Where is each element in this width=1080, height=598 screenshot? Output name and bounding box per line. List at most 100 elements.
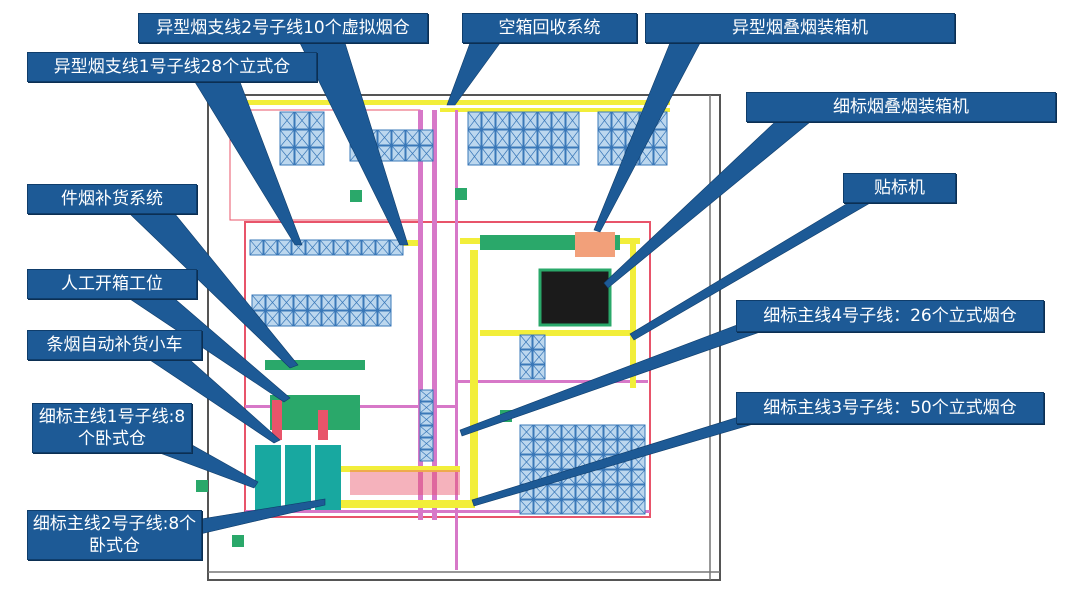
rack-top-right-cell (611, 111, 626, 130)
rack-top-center-cell (565, 147, 580, 166)
rack-mid-left-cell (279, 310, 294, 327)
callout-manual-open: 人工开箱工位 (27, 269, 197, 299)
rack-top-center-cell (523, 147, 538, 166)
rack-lower-right-cell (533, 484, 548, 500)
rack-upper-left-cell (361, 239, 376, 256)
rack-top-center-cell (481, 147, 496, 166)
rack-lower-right-cell (547, 454, 562, 470)
rack-lower-right-cell (519, 424, 534, 440)
tag-1 (350, 190, 362, 202)
rack-lower-right-cell (575, 499, 590, 515)
callout-yixing-branch1: 异型烟支线1号子线28个立式仓 (27, 52, 317, 82)
machine-red-left (272, 400, 282, 440)
rack-top-left-cell (294, 147, 310, 166)
teal-lane-3 (315, 445, 341, 510)
rack-top-mid-cell (377, 145, 392, 162)
rack-mid-left-cell (251, 294, 266, 311)
rack-upper-left-cell (319, 239, 334, 256)
rack-lower-right-cell (575, 424, 590, 440)
rack-top-left-cell (279, 111, 295, 130)
rack-mid-left-cell (335, 294, 350, 311)
leader-main-line4 (459, 321, 761, 437)
rack-lower-right-cell (617, 469, 632, 485)
rack-lower-right-cell (603, 484, 618, 500)
rack-top-right-cell (653, 129, 668, 148)
rack-top-left-cell (309, 111, 325, 130)
rack-lower-right-cell (533, 439, 548, 455)
top-conveyor-2 (440, 108, 670, 112)
rack-mid-left-cell (293, 310, 308, 327)
machine-left-a (265, 360, 365, 370)
rack-lower-right-cell (533, 499, 548, 515)
rack-mid-small-cell (519, 349, 533, 365)
tag-5 (196, 480, 208, 492)
rack-lower-right-cell (589, 439, 604, 455)
rack-top-center-cell (551, 147, 566, 166)
rack-top-mid-cell (391, 129, 406, 146)
rack-vertical-cell (419, 389, 434, 402)
rack-lower-right-cell (575, 439, 590, 455)
callout-xibiao-packer: 细标烟叠烟装箱机 (746, 92, 1056, 122)
rack-lower-right-cell (589, 424, 604, 440)
rack-top-center-cell (467, 129, 482, 148)
rack-top-center-cell (523, 129, 538, 148)
rack-mid-left-cell (321, 294, 336, 311)
rack-top-center-cell (467, 111, 482, 130)
rack-top-center-cell (495, 111, 510, 130)
rack-lower-right-cell (589, 484, 604, 500)
rack-top-center-cell (467, 147, 482, 166)
callout-main-line1: 细标主线1号子线:8个卧式仓 (32, 403, 192, 453)
conveyor-right-vert (630, 238, 636, 388)
rack-mid-left-cell (321, 310, 336, 327)
rack-upper-left-cell (375, 239, 390, 256)
pipe-vertical-a (418, 110, 423, 520)
tag-4 (232, 535, 244, 547)
rack-top-left-cell (279, 129, 295, 148)
rack-top-left-cell (309, 147, 325, 166)
rack-vertical-cell (419, 425, 434, 438)
rack-top-right-cell (611, 129, 626, 148)
teal-lane-2 (285, 445, 311, 510)
rack-vertical-cell (419, 449, 434, 462)
rack-top-right-cell (597, 147, 612, 166)
rack-mid-small-cell (519, 364, 533, 380)
rack-top-left-cell (294, 129, 310, 148)
rack-mid-left-cell (363, 310, 378, 327)
rack-upper-left-cell (263, 239, 278, 256)
rack-mid-small-cell (519, 334, 533, 350)
rack-mid-left-cell (265, 310, 280, 327)
callout-yixing-packer: 异型烟叠烟装箱机 (645, 13, 955, 43)
rack-top-left-cell (279, 147, 295, 166)
callout-main-line2: 细标主线2号子线:8个卧式仓 (27, 510, 202, 560)
rack-lower-right-cell (561, 454, 576, 470)
rack-mid-left-cell (363, 294, 378, 311)
leader-yixing-packer (593, 42, 701, 233)
pipe-vertical-b (432, 110, 437, 520)
rack-lower-right-cell (547, 424, 562, 440)
rack-top-left-cell (294, 111, 310, 130)
rack-mid-left-cell (307, 310, 322, 327)
leader-carton-cart (149, 359, 281, 444)
rack-mid-left-cell (293, 294, 308, 311)
rack-lower-right-cell (631, 484, 646, 500)
rack-mid-small-cell (532, 349, 546, 365)
rack-lower-right-cell (631, 424, 646, 440)
rack-top-center-cell (495, 147, 510, 166)
rack-lower-right-cell (561, 424, 576, 440)
leader-empty-box-recycle (446, 42, 501, 106)
rack-lower-right-cell (589, 469, 604, 485)
rack-lower-right-cell (603, 439, 618, 455)
rack-top-center-cell (509, 129, 524, 148)
rack-lower-right-cell (547, 484, 562, 500)
rack-lower-right-cell (617, 499, 632, 515)
rack-top-center-cell (537, 129, 552, 148)
pipe-horizontal-2 (458, 380, 648, 383)
rack-mid-left-cell (349, 294, 364, 311)
rack-lower-right-cell (519, 499, 534, 515)
rack-upper-left-cell (305, 239, 320, 256)
machine-bottom-stripe (350, 470, 460, 495)
rack-lower-right-cell (617, 424, 632, 440)
tag-2 (455, 188, 467, 200)
